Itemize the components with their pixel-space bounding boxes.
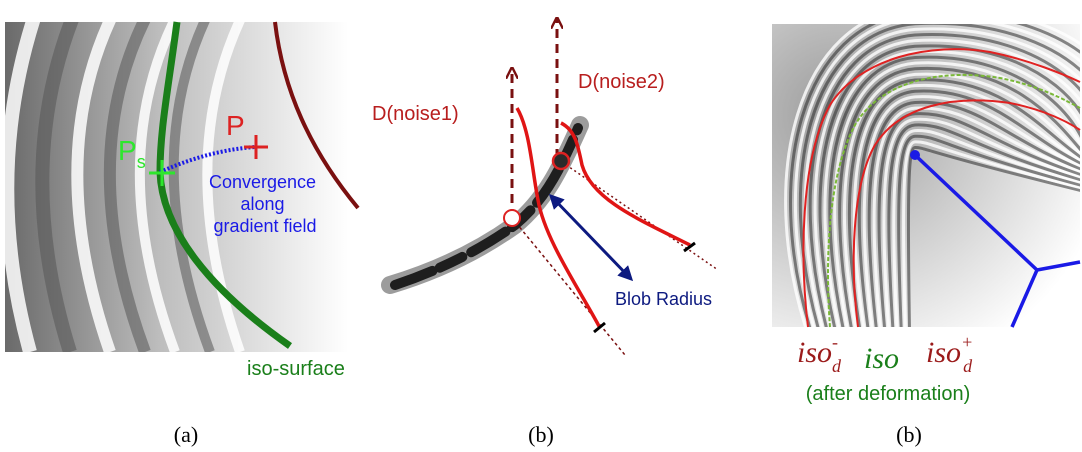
contour-ring (823, 50, 1080, 327)
contour-ring (833, 61, 1080, 327)
green-wavy-contour (827, 73, 1081, 328)
blob-radius-label: Blob Radius (615, 289, 712, 309)
outer-red-contour (802, 48, 1081, 328)
contour-ring (887, 123, 1080, 327)
iso-plus-sup: + (961, 332, 973, 352)
noise1-red-curve (515, 107, 602, 329)
iso-plus-sub: d (963, 356, 973, 376)
contour-ring (877, 112, 1080, 327)
contour-ring (789, 24, 1080, 327)
contour-ring (882, 117, 1080, 327)
blob-radius-arrow (548, 193, 634, 282)
contour-ring (892, 129, 1080, 327)
noise2-marker (551, 151, 571, 171)
skeleton (913, 153, 1081, 328)
noise2-dotted-extension (561, 161, 719, 271)
contour-ring (838, 67, 1080, 327)
contour-ring (906, 145, 1080, 327)
contour-ring (847, 78, 1080, 327)
iso-minus-sup: - (832, 332, 838, 352)
noise1-marker (503, 209, 521, 227)
contour-ring (867, 100, 1080, 327)
convergence-label: Convergence along gradient field (209, 172, 321, 236)
iso-minus-sub: d (832, 356, 842, 376)
contour-ring (857, 89, 1080, 327)
panel-a: P Ps Convergence along gradient field is… (5, 21, 360, 447)
panel-c-background (772, 24, 1080, 327)
contour-ring (813, 38, 1080, 327)
contour-ring (793, 24, 1080, 327)
iso-minus-label: iso-d (797, 332, 842, 376)
caption-a: (a) (174, 422, 198, 447)
panel-c: iso-d iso iso+d (after deformation) (b) (772, 24, 1081, 447)
noise2-tick (683, 241, 696, 253)
contour-ring (798, 24, 1080, 327)
p-marker (244, 135, 268, 159)
contour-ring (852, 83, 1080, 327)
contour-ring (902, 140, 1080, 327)
noise1-tick (593, 321, 606, 334)
noise1-label: D(noise1) (372, 103, 459, 125)
ps-label: Ps (118, 135, 146, 172)
ps-subscript: s (137, 152, 146, 172)
contour-ring (862, 95, 1080, 327)
dark-red-curve (273, 21, 360, 210)
p-label: P (226, 110, 245, 141)
panel-a-background (5, 22, 348, 352)
caption-b: (b) (528, 422, 554, 447)
noise2-red-curve (560, 121, 691, 247)
iso-plus-label: iso+d (926, 332, 973, 376)
contour-ring (828, 55, 1080, 327)
blob-core (390, 123, 583, 290)
contour-ring (808, 33, 1080, 327)
contour-ring (872, 106, 1080, 327)
noise1-dotted-extension (511, 217, 626, 356)
blob-shadow (381, 116, 589, 294)
contour-ring (843, 72, 1080, 327)
caption-c: (b) (896, 422, 922, 447)
iso-surface-curve (156, 21, 293, 349)
skeleton-node (910, 150, 920, 160)
panel-b: D(noise1) D(noise2) Blob Radius (b) (372, 18, 719, 447)
contour-ring (897, 134, 1080, 327)
contour-ring (818, 44, 1080, 327)
noise2-label: D(noise2) (578, 71, 665, 93)
after-deformation-label: (after deformation) (806, 383, 971, 405)
inner-red-contour (852, 99, 1081, 328)
iso-label: iso (864, 342, 899, 375)
iso-surface-label: iso-surface (247, 358, 345, 380)
contour-ring (784, 24, 1080, 327)
contour-rings (784, 24, 1080, 327)
ps-marker (149, 160, 175, 186)
